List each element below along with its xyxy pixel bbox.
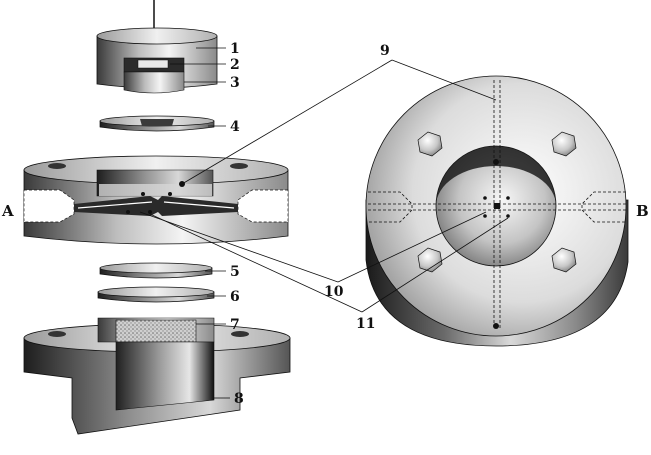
leader-lines — [139, 47, 509, 399]
label-4: 4 — [230, 119, 240, 135]
bolt-hex-top-left — [417, 131, 443, 157]
label-10: 10 — [324, 284, 344, 300]
label-2: 2 — [230, 57, 240, 73]
frit-filter — [115, 319, 197, 343]
label-3: 3 — [230, 75, 240, 91]
label-A: A — [1, 202, 14, 220]
label-11: 11 — [356, 316, 375, 332]
label-B: B — [636, 202, 649, 220]
label-9: 9 — [380, 43, 390, 59]
label-8: 8 — [234, 391, 244, 407]
label-6: 6 — [230, 289, 240, 305]
bolt-hex-bottom-right — [551, 247, 577, 273]
label-1: 1 — [230, 41, 240, 57]
part-disc-6 — [97, 286, 215, 303]
label-5: 5 — [230, 264, 240, 280]
label-7: 7 — [230, 317, 240, 333]
part-disc-5 — [99, 262, 213, 279]
bolt-hex-top-right — [551, 131, 577, 157]
part-bottom-funnel — [23, 317, 291, 435]
part-middle-block — [23, 155, 289, 245]
part-cap — [96, 0, 218, 94]
part-ring-4 — [99, 115, 215, 132]
part-assembled-view — [365, 75, 629, 347]
bolt-hex-bottom-left — [417, 247, 443, 273]
